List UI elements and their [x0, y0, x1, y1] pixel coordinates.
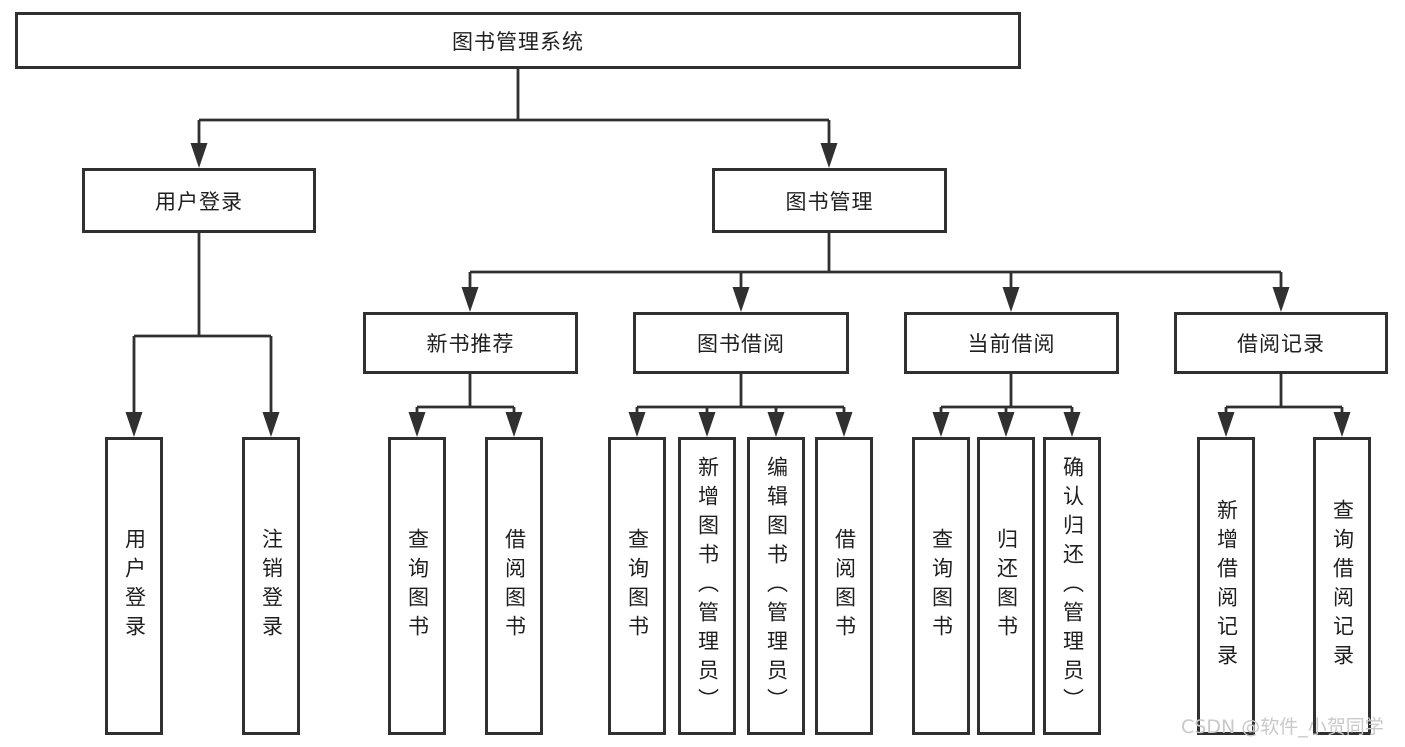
- csdn-watermark: CSDN @软件_小贺同学: [1181, 716, 1384, 738]
- connector-book-borrow: [635, 374, 846, 414]
- connector-current-borrow: [939, 374, 1074, 414]
- leaf-label: 确认归还（管理员）: [1060, 455, 1085, 717]
- leaf-label: 新增图书（管理员）: [695, 455, 720, 717]
- leaf-records-add-record: 新增借阅记录: [1197, 437, 1255, 735]
- leaf-label: 用户登录: [122, 528, 147, 644]
- leaf-current-return-book: 归还图书: [977, 437, 1035, 735]
- connector-new-book-recommend: [415, 374, 516, 414]
- leaf-borrow-borrow-book: 借阅图书: [815, 437, 873, 735]
- connector-user-login: [132, 232, 273, 414]
- leaf-label: 查询图书: [929, 528, 954, 644]
- leaf-current-confirm-return-admin: 确认归还（管理员）: [1043, 437, 1101, 735]
- leaf-recommend-query-book: 查询图书: [388, 437, 446, 735]
- node-current-borrow: 当前借阅: [904, 312, 1119, 374]
- connector-borrow-records: [1224, 374, 1344, 414]
- leaf-label: 编辑图书（管理员）: [764, 455, 789, 717]
- arrowheads: [125, 143, 1351, 437]
- leaf-label: 注销登录: [259, 528, 284, 644]
- leaf-label: 新增借阅记录: [1214, 499, 1239, 673]
- leaf-borrow-edit-book-admin: 编辑图书（管理员）: [747, 437, 805, 735]
- leaf-label: 查询图书: [625, 528, 650, 644]
- leaf-records-query-record: 查询借阅记录: [1313, 437, 1371, 735]
- node-user-login: 用户登录: [82, 168, 316, 233]
- node-root-title: 图书管理系统: [15, 12, 1021, 69]
- leaf-current-query-book: 查询图书: [912, 437, 970, 735]
- connector-root-to-level1: [197, 68, 831, 146]
- leaf-label: 借阅图书: [832, 528, 857, 644]
- leaf-logout: 注销登录: [242, 437, 300, 735]
- leaf-borrow-add-book-admin: 新增图书（管理员）: [678, 437, 736, 735]
- connector-book-management: [468, 232, 1283, 290]
- node-new-book-recommend: 新书推荐: [363, 312, 578, 374]
- leaf-label: 查询图书: [405, 528, 430, 644]
- leaf-user-login: 用户登录: [105, 437, 163, 735]
- leaf-label: 查询借阅记录: [1330, 499, 1355, 673]
- node-book-management: 图书管理: [712, 168, 947, 233]
- leaf-recommend-borrow-book: 借阅图书: [485, 437, 543, 735]
- node-book-borrow: 图书借阅: [633, 312, 849, 374]
- leaf-borrow-query-book: 查询图书: [608, 437, 666, 735]
- leaf-label: 归还图书: [994, 528, 1019, 644]
- leaf-label: 借阅图书: [502, 528, 527, 644]
- node-borrow-records: 借阅记录: [1174, 312, 1388, 374]
